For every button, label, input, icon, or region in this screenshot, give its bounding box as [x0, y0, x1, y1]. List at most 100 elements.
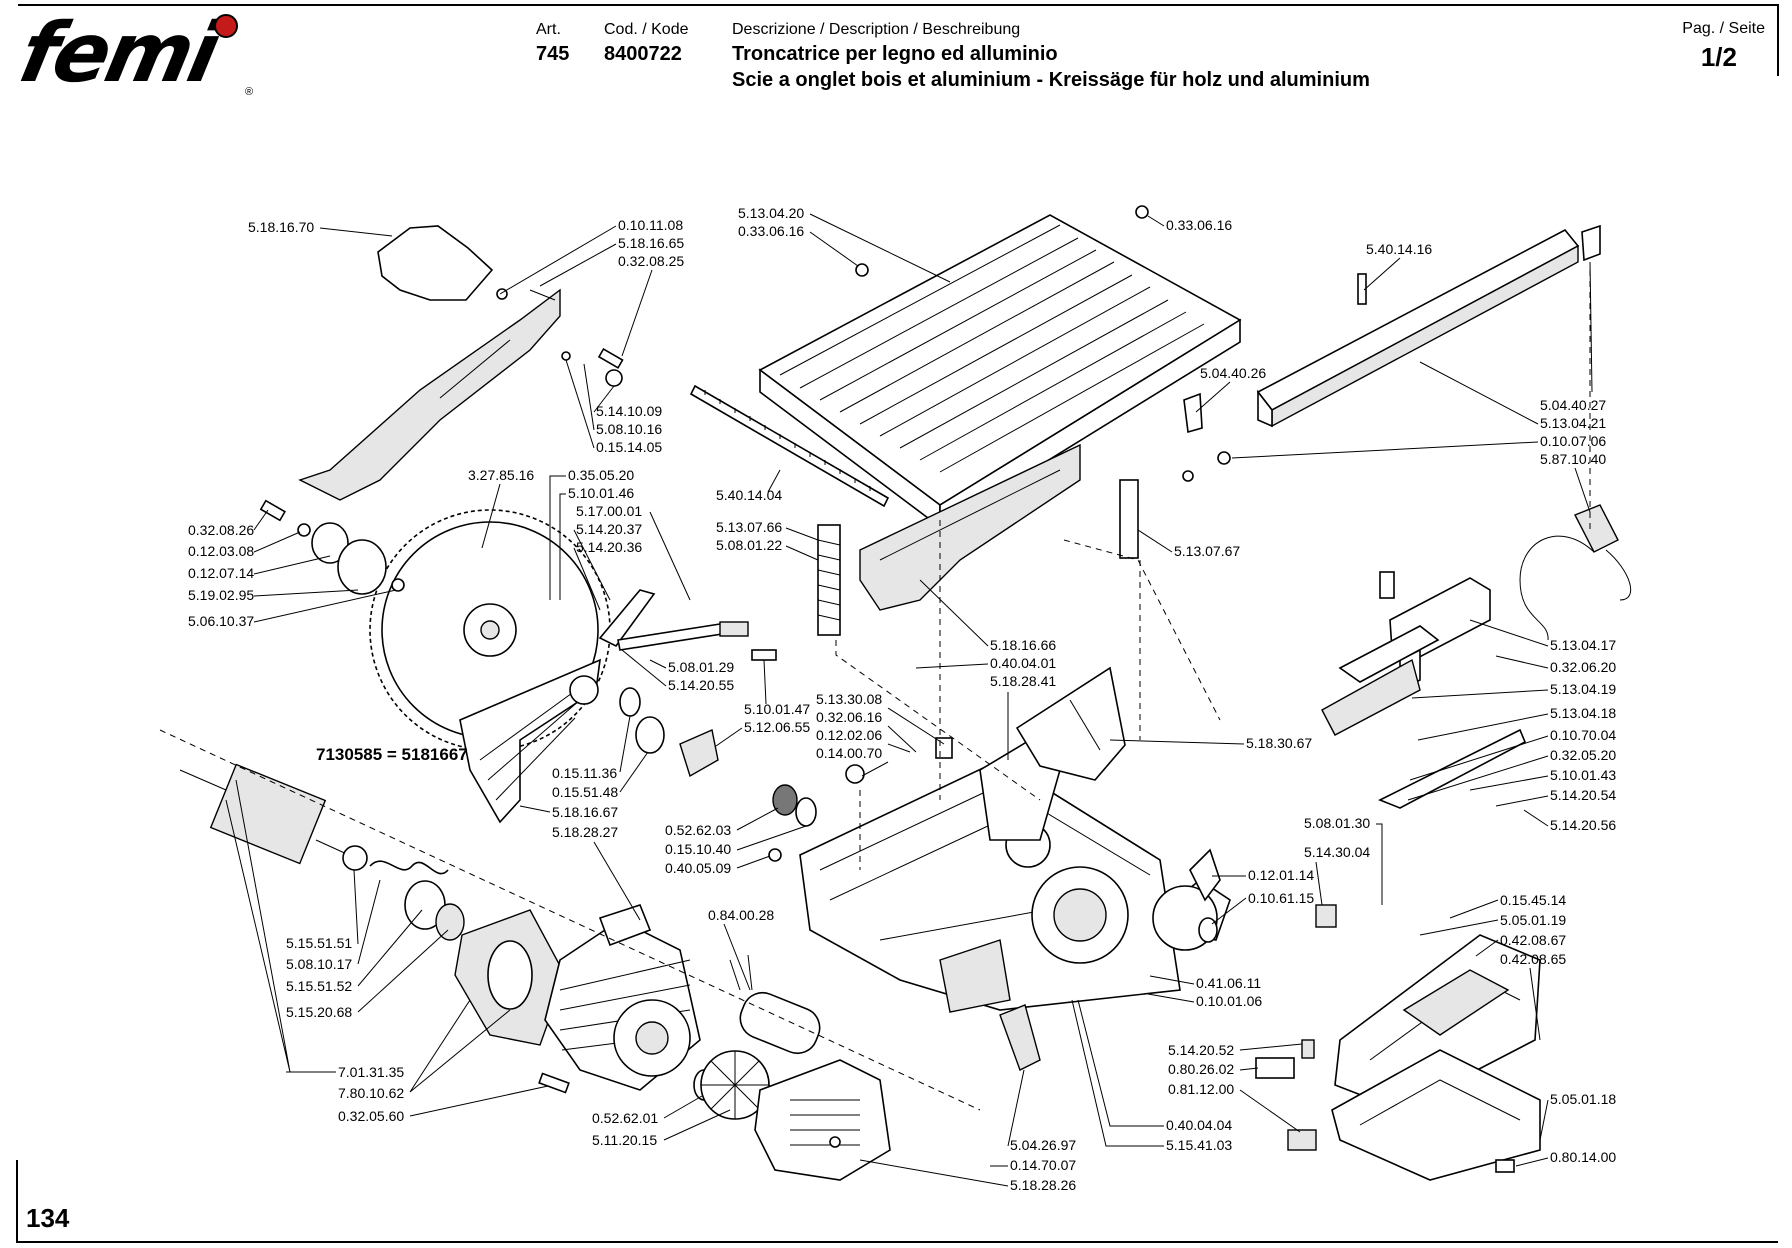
part-label: 7.01.31.35 — [338, 1064, 404, 1080]
part-label: 0.42.08.67 — [1500, 932, 1566, 948]
part-label: 0.52.62.01 — [592, 1110, 658, 1126]
part-label: 0.40.04.04 — [1166, 1117, 1232, 1133]
outer-flange-part — [311, 522, 349, 564]
part-label: 5.11.20.15 — [592, 1132, 657, 1148]
guard-plate-part — [1015, 666, 1126, 781]
art-label: Art. — [536, 21, 561, 38]
part-label: 5.05.01.19 — [1500, 912, 1566, 928]
part-label: 5.10.01.46 — [568, 485, 634, 501]
part-labels: 5.18.16.70 0.10.11.08 5.18.16.65 0.32.08… — [188, 205, 1616, 1193]
part-label: 5.08.01.22 — [716, 537, 782, 553]
part-label: 0.41.06.11 — [1196, 975, 1261, 991]
description-label: Descrizione / Description / Beschreibung — [732, 21, 1021, 38]
part-label: 7.80.10.62 — [338, 1085, 404, 1101]
base-shell-part — [1331, 1049, 1541, 1181]
part-label: 0.12.01.14 — [1248, 867, 1314, 883]
part-label: 5.12.06.55 — [744, 719, 810, 735]
connector-part — [1287, 1129, 1317, 1151]
part-label: 0.15.45.14 — [1500, 892, 1566, 908]
part-label: 0.32.06.20 — [1550, 659, 1616, 675]
part-label: 0.10.11.08 — [618, 217, 683, 233]
page-value: 1/2 — [1700, 42, 1737, 72]
part-label: 0.33.06.16 — [738, 223, 804, 239]
part-label: 0.32.08.26 — [188, 522, 254, 538]
part-label: 5.15.41.03 — [1166, 1137, 1232, 1153]
part-label: 0.10.07.06 — [1540, 433, 1606, 449]
power-plug-part — [1574, 504, 1619, 553]
part-label: 0.14.70.07 — [1010, 1157, 1076, 1173]
part-label: 0.10.70.04 — [1550, 727, 1616, 743]
part-label: 5.14.20.37 — [576, 521, 642, 537]
part-label: 5.13.07.67 — [1174, 543, 1240, 559]
circlip-part — [619, 687, 641, 717]
clamp-block-part — [935, 737, 953, 759]
part-label: 5.08.01.30 — [1304, 815, 1370, 831]
part-label: 5.18.16.67 — [552, 804, 618, 820]
end-cap-part — [1581, 224, 1601, 262]
code-value: 8400722 — [604, 43, 682, 65]
pinion-part — [845, 764, 865, 784]
part-label: 5.13.04.21 — [1540, 415, 1606, 431]
part-label: 0.40.05.09 — [665, 860, 731, 876]
screw-part — [751, 649, 777, 661]
registered-mark: ® — [245, 86, 254, 98]
part-label: 5.40.14.04 — [716, 487, 782, 503]
part-label: 5.18.28.41 — [990, 673, 1056, 689]
table-screw-part — [855, 263, 869, 277]
frame-right-border — [1777, 4, 1779, 76]
part-label: 0.80.14.00 — [1550, 1149, 1616, 1165]
part-label: 0.84.00.28 — [708, 907, 774, 923]
knob-part — [605, 369, 623, 387]
lower-blade-guard-part — [459, 658, 601, 824]
part-label: 5.18.16.70 — [248, 219, 314, 235]
part-label: 5.08.10.17 — [286, 956, 352, 972]
slide-part — [1338, 625, 1440, 683]
part-label: 5.40.14.16 — [1366, 241, 1432, 257]
fence-clip-part — [1183, 392, 1203, 434]
part-label: 5.10.01.43 — [1550, 767, 1616, 783]
page-label: Pag. / Seite — [1682, 20, 1765, 37]
frame-left-border — [16, 1160, 18, 1242]
switch-lever-part — [1378, 728, 1527, 809]
switch-part — [1255, 1057, 1295, 1079]
column-post-part — [1119, 479, 1139, 559]
part-label: 5.18.16.66 — [990, 637, 1056, 653]
part-label: 5.17.00.01 — [576, 503, 642, 519]
bearing-part — [772, 784, 798, 816]
part-number-callout: 7130585 = 5181667 — [316, 745, 468, 764]
part-label: 5.14.20.55 — [668, 677, 734, 693]
part-label: 5.08.10.16 — [596, 421, 662, 437]
linkage-arm-part — [598, 589, 656, 648]
guard-cover-part — [377, 225, 494, 301]
fence-rail-part — [1256, 228, 1580, 412]
part-label: 5.87.10.40 — [1540, 451, 1606, 467]
motor-screw-part — [538, 1072, 570, 1094]
part-label: 5.13.07.66 — [716, 519, 782, 535]
frame-top-border — [18, 4, 1778, 6]
part-label: 5.13.30.08 — [816, 691, 882, 707]
part-label: 5.18.30.67 — [1246, 735, 1312, 751]
part-label: 5.06.10.37 — [188, 613, 254, 629]
description-line-2: Scie a onglet bois et aluminium - Kreiss… — [732, 69, 1370, 91]
guard-arm-part — [298, 288, 561, 501]
part-label: 5.19.02.95 — [188, 587, 254, 603]
logo-red-dot — [214, 14, 238, 38]
part-label: 5.13.04.19 — [1550, 681, 1616, 697]
part-label: 5.18.16.65 — [618, 235, 684, 251]
footer-page-number: 134 — [26, 1203, 70, 1233]
motor-spring-part — [369, 860, 449, 875]
washer-ring-part — [635, 716, 665, 754]
part-label: 5.14.10.09 — [596, 403, 662, 419]
part-label: 3.27.85.16 — [468, 467, 534, 483]
part-label: 0.32.05.60 — [338, 1108, 404, 1124]
bolt-part — [597, 347, 624, 369]
part-label: 0.12.02.06 — [816, 727, 882, 743]
art-value: 745 — [536, 43, 570, 65]
part-label: 5.14.20.36 — [576, 539, 642, 555]
part-label: 0.15.11.36 — [552, 765, 617, 781]
part-label: 0.35.05.20 — [568, 467, 634, 483]
part-label: 0.15.51.48 — [552, 784, 618, 800]
part-label: 0.12.07.14 — [188, 565, 254, 581]
part-label: 0.32.08.25 — [618, 253, 684, 269]
